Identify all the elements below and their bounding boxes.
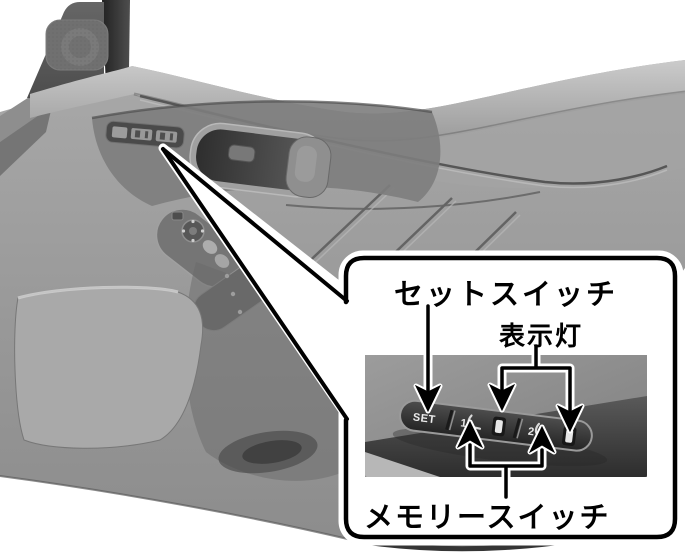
separator-2 (512, 418, 521, 439)
arrow-down-icon (414, 384, 442, 413)
door-memory-switch-panel (105, 120, 185, 149)
door-lock-button (171, 211, 184, 221)
memory2-button-label: 2 (527, 426, 535, 439)
separator-1 (445, 409, 454, 431)
arrow-down-icon (556, 404, 584, 433)
set-button-label: SET (412, 412, 436, 427)
pill-shadow (392, 427, 608, 467)
window-sill (30, 60, 685, 142)
callout-box-border (343, 255, 678, 540)
separator-2-highlight (516, 418, 524, 439)
door-pocket (14, 286, 204, 449)
pull-cup-inner (242, 440, 302, 464)
set-switch-arrow (414, 304, 442, 413)
separator-1-highlight (448, 410, 456, 431)
mirror-adjust-knob-icon (181, 219, 205, 243)
callout-wedge-edges (161, 147, 349, 421)
indicator-1-lamp (494, 419, 503, 434)
photo-light-wedge (365, 452, 440, 477)
indicator-arrows (488, 344, 584, 433)
memory-switch-label: メモリースイッチ (364, 502, 611, 534)
memory1-button-label: 1 (460, 417, 468, 430)
mirror-sail-facet-2 (0, 106, 52, 176)
door-bottom-edge (0, 475, 353, 541)
upper-trim-shadow (91, 100, 433, 120)
door-pocket-highlight (17, 285, 179, 300)
arrow-up-icon (456, 420, 484, 449)
set-switch-label: セットスイッチ (394, 279, 619, 311)
trim-seam-2 (285, 191, 541, 210)
memory-switch-arrows (456, 420, 556, 499)
speaker-grille-icon (45, 19, 109, 71)
door-pull-handle (189, 122, 332, 198)
arrow-down-icon (488, 383, 516, 412)
arrow-up-icon (528, 425, 556, 454)
window-frame-bar (102, 0, 130, 86)
indicator-label: 表示灯 (499, 321, 584, 351)
